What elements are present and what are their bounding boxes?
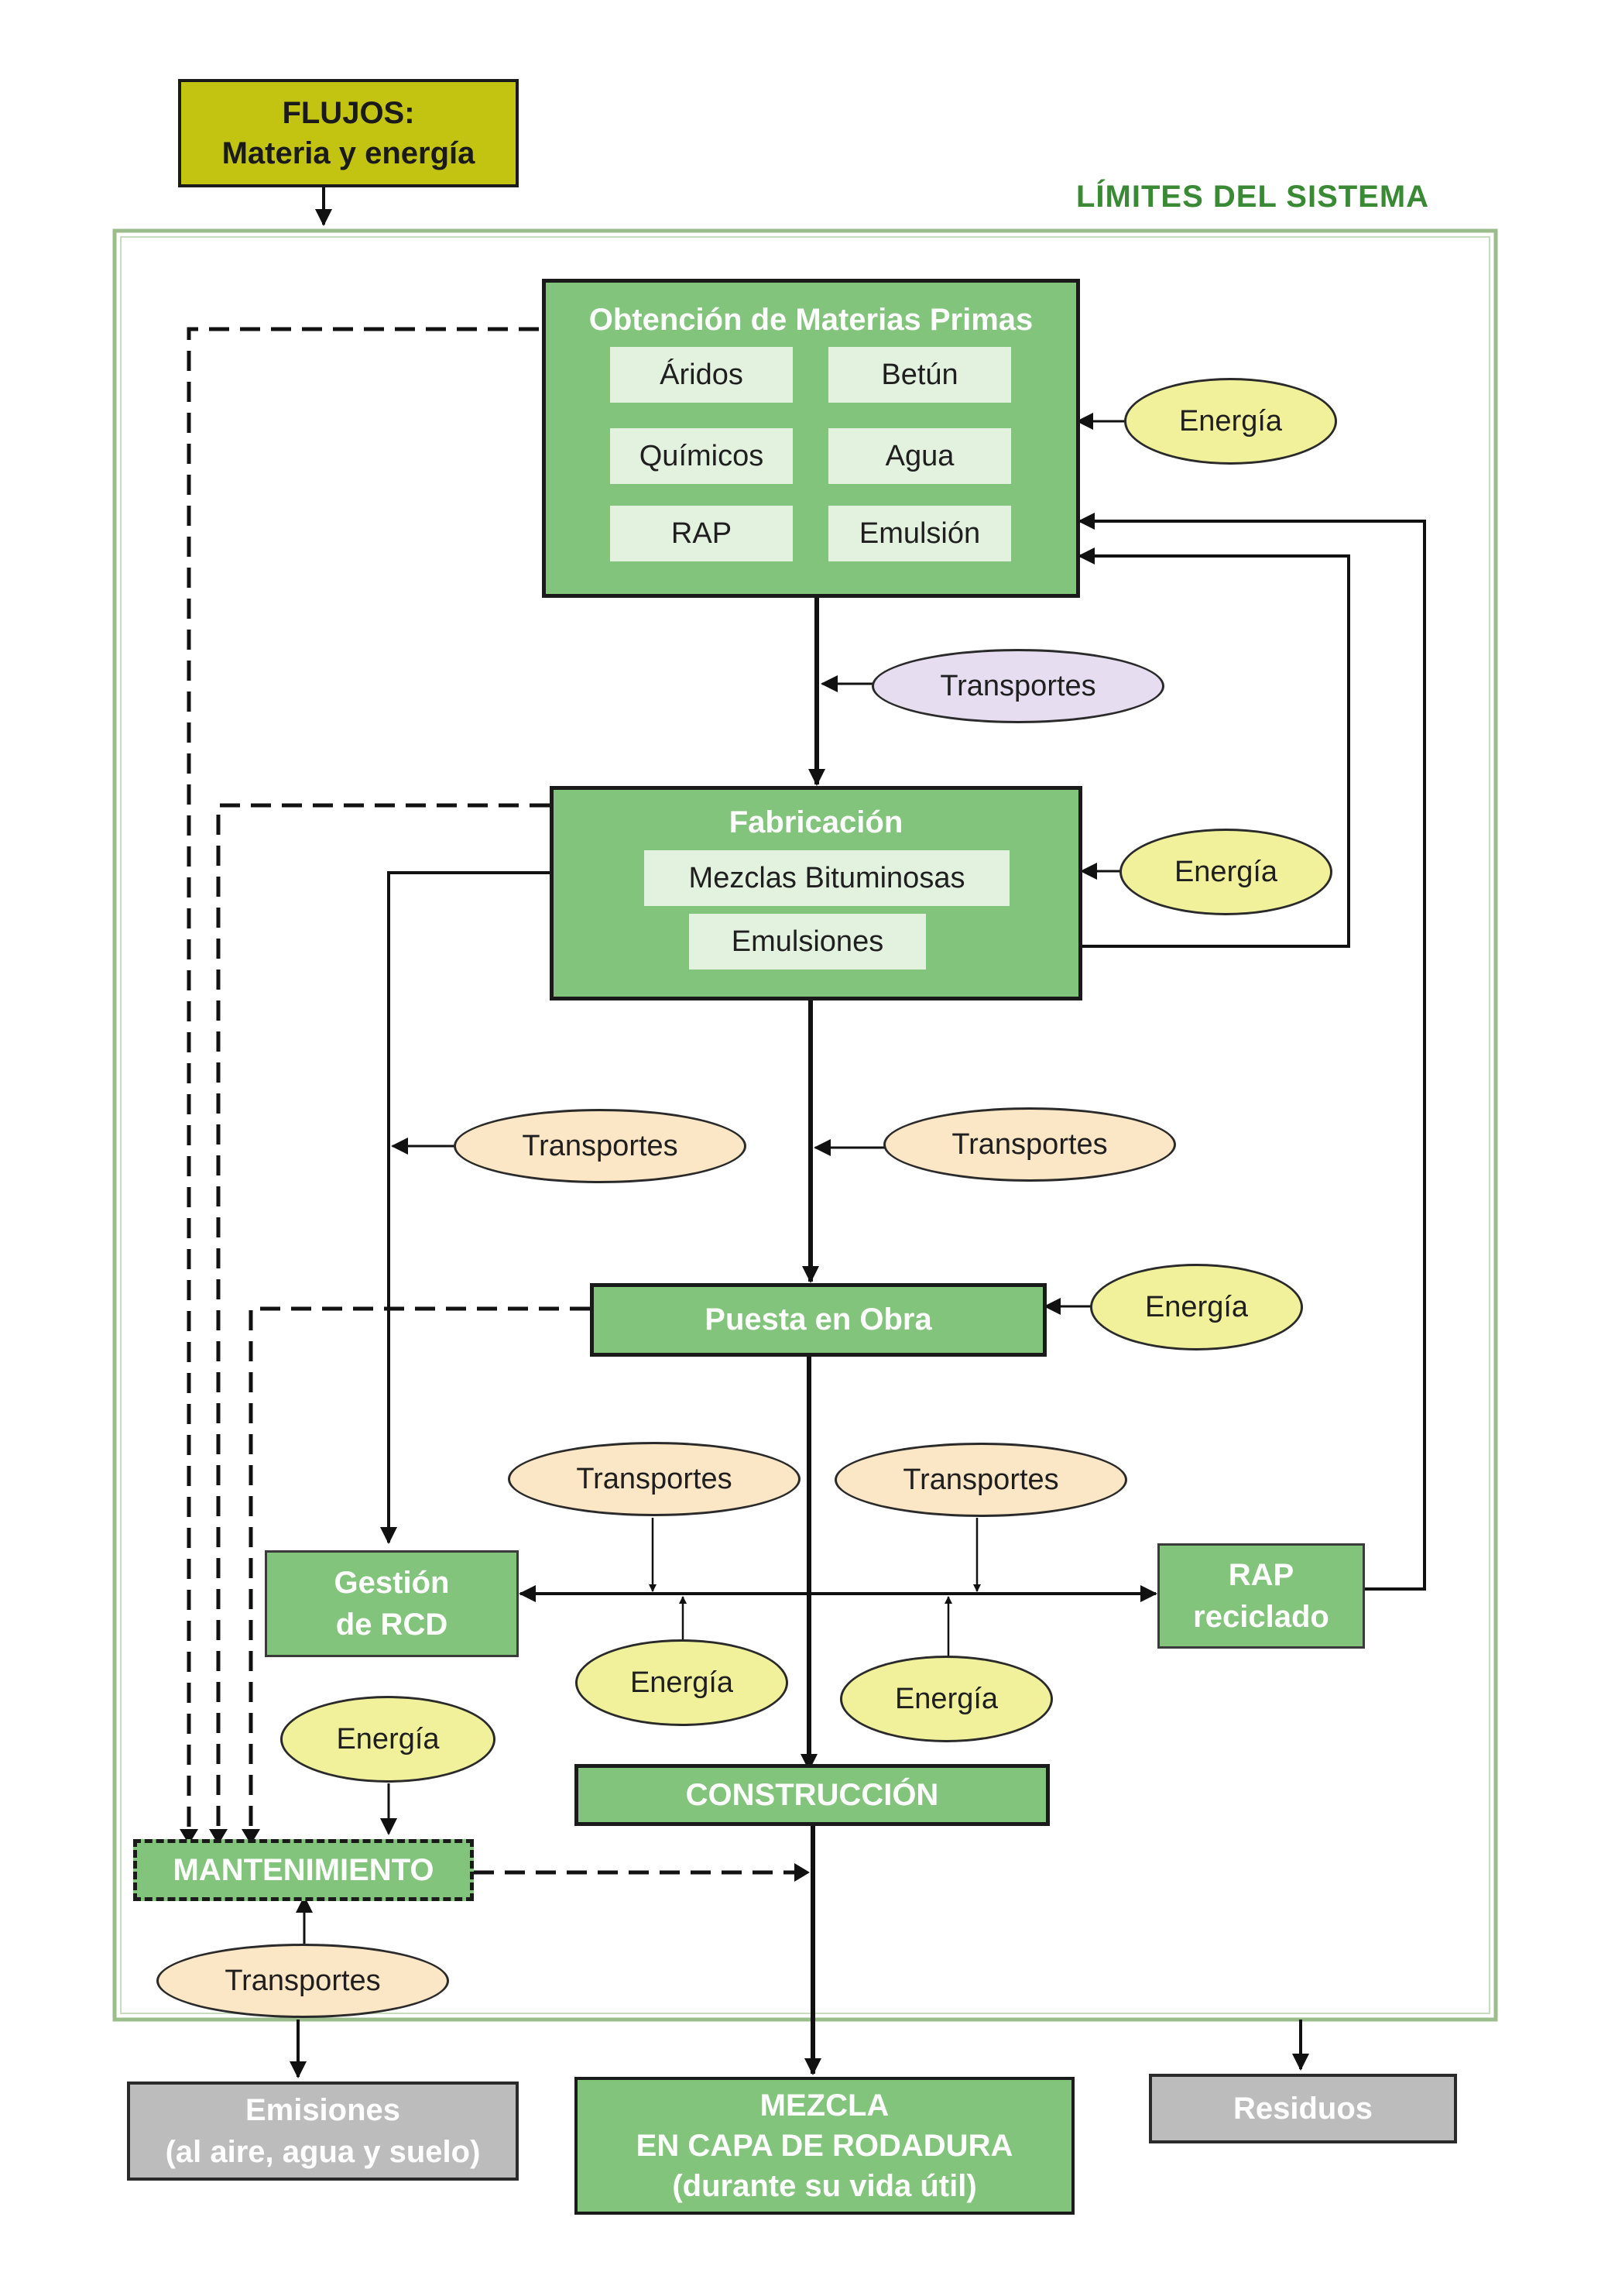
transport-oval-center-right: Transportes	[835, 1443, 1127, 1517]
flows-legend-subtitle: Materia y energía	[221, 136, 475, 170]
flows-legend-box: FLUJOS: Materia y energía	[178, 79, 519, 187]
flows-legend-title: FLUJOS:	[282, 96, 415, 130]
raw-item-rap: RAP	[610, 506, 793, 561]
construction-box: CONSTRUCCIÓN	[574, 1764, 1050, 1826]
energy-oval-fabrication: Energía	[1119, 829, 1332, 915]
maintenance-box: MANTENIMIENTO	[133, 1839, 474, 1901]
mix-line1: MEZCLA	[759, 2088, 890, 2123]
transport-oval-raw: Transportes	[872, 649, 1164, 723]
transport-oval-center-left: Transportes	[508, 1442, 801, 1516]
waste-box: Residuos	[1149, 2074, 1457, 2143]
energy-oval-center-left: Energía	[575, 1639, 788, 1726]
mix-line3: (durante su vida útil)	[672, 2169, 977, 2203]
raw-item-agua: Agua	[828, 428, 1011, 484]
system-limits-label: LÍMITES DEL SISTEMA	[1076, 180, 1430, 214]
raw-materials-title: Obtención de Materias Primas	[588, 303, 1034, 337]
raw-item-emulsion: Emulsión	[828, 506, 1011, 561]
emissions-line1: Emisiones	[245, 2093, 401, 2127]
energy-oval-center-right: Energía	[840, 1656, 1053, 1742]
installation-box: Puesta en Obra	[590, 1283, 1047, 1357]
energy-oval-maintenance: Energía	[280, 1696, 495, 1783]
waste-title: Residuos	[1233, 2091, 1373, 2126]
fabrication-item-asphalt-mixes: Mezclas Bituminosas	[644, 850, 1010, 906]
system-boundary	[112, 228, 1498, 2022]
mix-line2: EN CAPA DE RODADURA	[636, 2129, 1013, 2163]
raw-item-quimicos: Químicos	[610, 428, 793, 484]
fabrication-item-emulsions: Emulsiones	[689, 914, 926, 970]
rcd-management-box: Gestión de RCD	[265, 1550, 519, 1657]
installation-title: Puesta en Obra	[705, 1302, 932, 1337]
rap-recycled-line1: RAP	[1228, 1558, 1294, 1592]
transport-oval-rcd: Transportes	[454, 1109, 746, 1183]
fabrication-title: Fabricación	[729, 805, 903, 839]
rap-recycled-box: RAP reciclado	[1157, 1543, 1365, 1649]
raw-item-betun: Betún	[828, 347, 1011, 403]
wearing-course-mix-box: MEZCLA EN CAPA DE RODADURA (durante su v…	[574, 2077, 1075, 2215]
rcd-management-line1: Gestión	[334, 1566, 450, 1600]
emissions-line2: (al aire, agua y suelo)	[165, 2135, 481, 2169]
transport-oval-installation: Transportes	[883, 1107, 1176, 1182]
raw-item-aridos: Áridos	[610, 347, 793, 403]
emissions-box: Emisiones (al aire, agua y suelo)	[127, 2082, 519, 2181]
energy-oval-installation: Energía	[1090, 1264, 1303, 1350]
maintenance-title: MANTENIMIENTO	[173, 1852, 434, 1887]
transport-oval-maintenance: Transportes	[156, 1944, 449, 2018]
energy-oval-raw: Energía	[1124, 378, 1337, 465]
rap-recycled-line2: reciclado	[1193, 1600, 1329, 1634]
construction-title: CONSTRUCCIÓN	[685, 1777, 939, 1812]
rcd-management-line2: de RCD	[335, 1608, 448, 1642]
